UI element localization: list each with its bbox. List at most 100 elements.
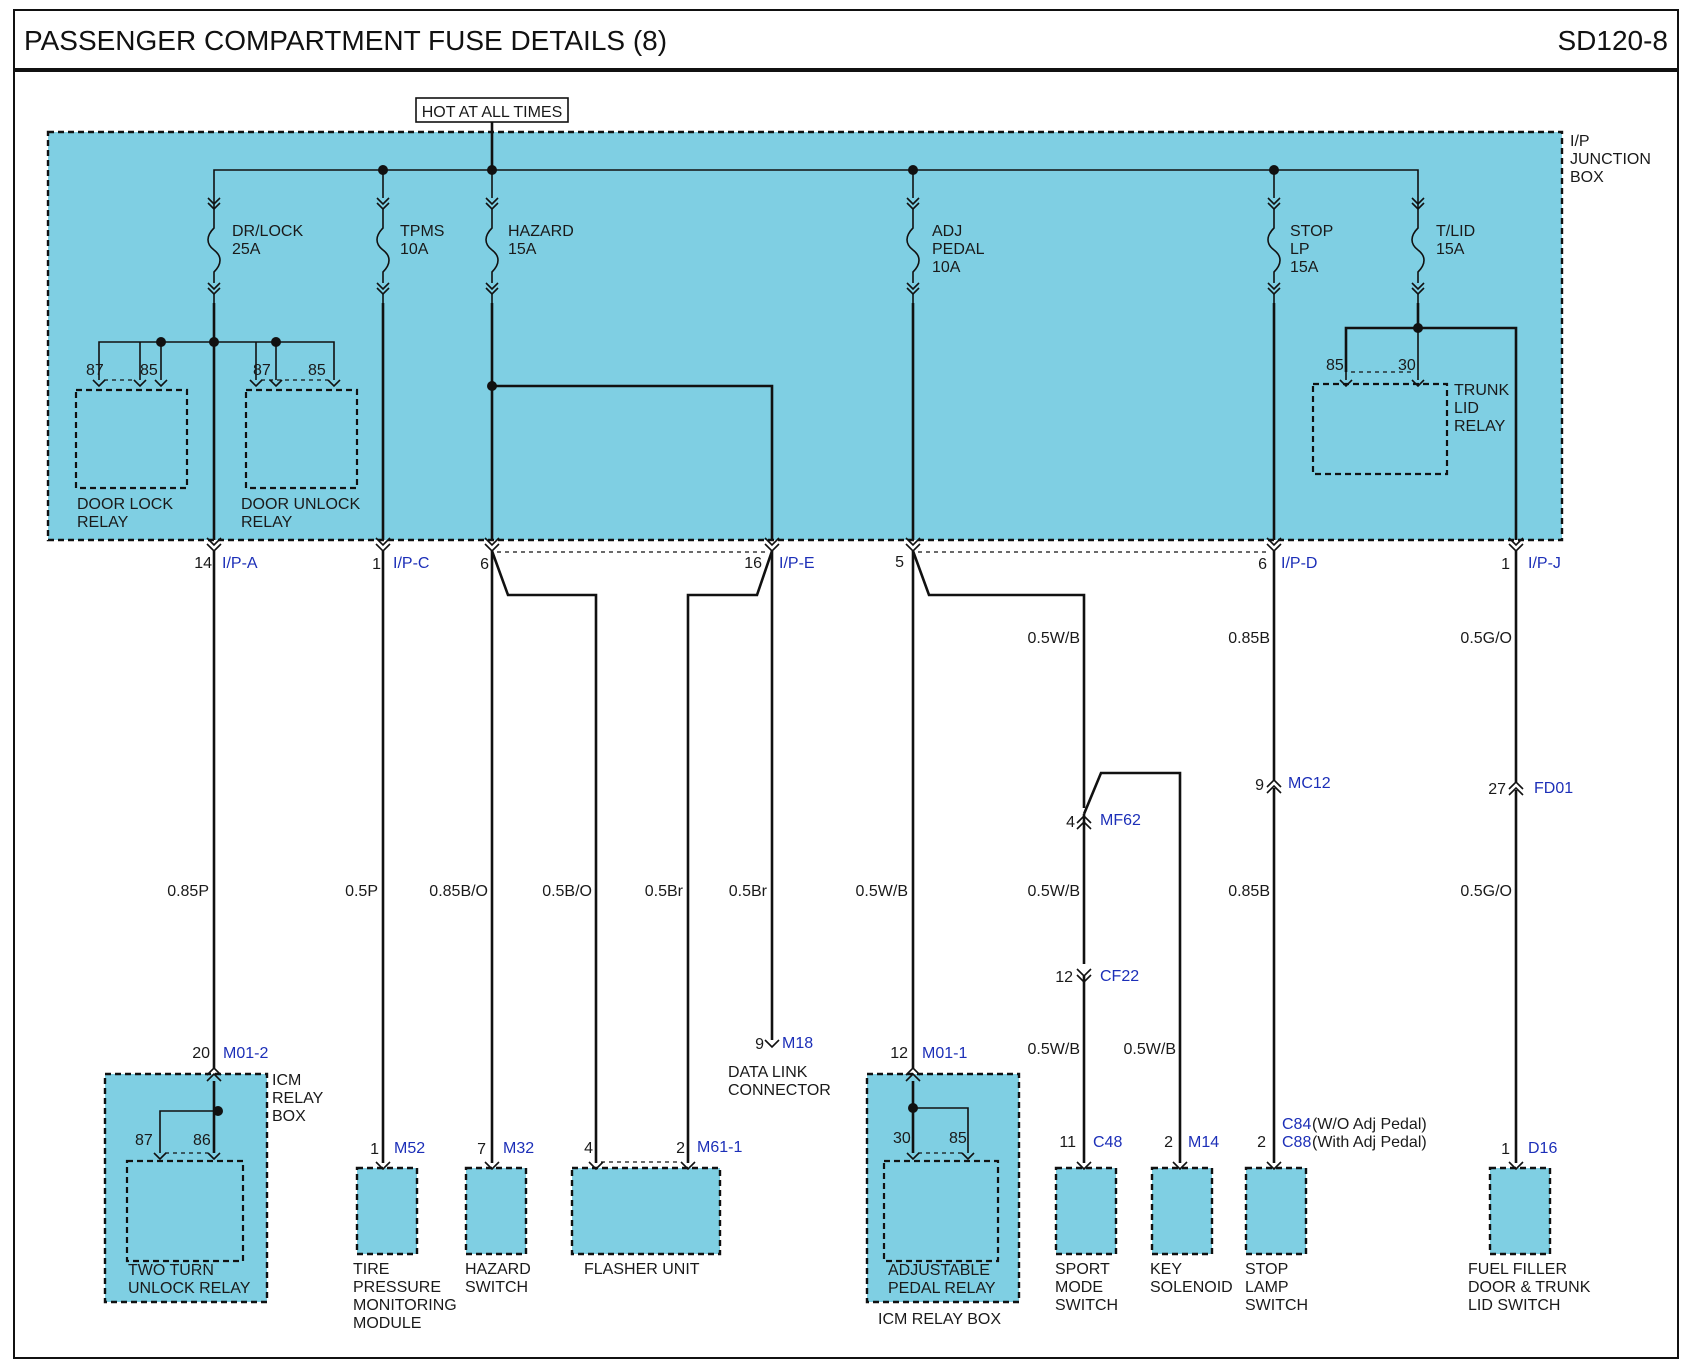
door-lock-relay	[74, 388, 189, 490]
relay-splice	[213, 1106, 223, 1116]
svg-text:DOOR UNLOCK: DOOR UNLOCK	[241, 496, 360, 513]
wire-hazard-flasher	[490, 550, 598, 1163]
connector-name: C84	[1282, 1116, 1311, 1133]
svg-text:MONITORING: MONITORING	[353, 1297, 457, 1314]
tpms-module	[355, 1166, 419, 1256]
connector-m61-1-b	[680, 1161, 696, 1171]
wire-color-label: 0.5W/B	[856, 883, 908, 900]
connector-m18	[764, 1039, 780, 1049]
relay-pin: 85	[1326, 357, 1344, 374]
wire-hazard-branch	[492, 384, 774, 540]
wire-color-label: 0.5Br	[729, 883, 768, 900]
connector-name: MF62	[1100, 812, 1141, 829]
svg-text:DATA LINK: DATA LINK	[728, 1064, 808, 1081]
pin-label: 4	[1066, 814, 1075, 831]
wire-color-label: 0.5G/O	[1460, 883, 1512, 900]
connector-note: (With Adj Pedal)	[1312, 1134, 1427, 1151]
connector-name: M01-1	[922, 1045, 967, 1062]
svg-text:ADJ: ADJ	[932, 223, 962, 240]
sport-mode-switch	[1054, 1166, 1118, 1256]
connector-name: CF22	[1100, 968, 1139, 985]
svg-text:RELAY: RELAY	[241, 514, 293, 531]
connector-m32	[484, 1161, 500, 1171]
page-frame	[13, 9, 1679, 1359]
wire-color-label: 0.85B/O	[429, 883, 488, 900]
fuse-hazard	[485, 197, 499, 303]
svg-text:SOLENOID: SOLENOID	[1150, 1279, 1233, 1296]
pin-label: 6	[480, 556, 489, 573]
svg-text:MODULE: MODULE	[353, 1315, 421, 1332]
connector-name: C48	[1093, 1134, 1122, 1151]
pin-label: 5	[895, 554, 904, 571]
fuse-tpms	[376, 197, 390, 303]
svg-text:PEDAL RELAY: PEDAL RELAY	[888, 1280, 996, 1297]
wire-key-solenoid	[1082, 771, 1182, 1163]
connector-m52	[375, 1161, 391, 1171]
hazard-switch	[464, 1166, 528, 1256]
two-turn-unlock-relay	[125, 1159, 245, 1263]
inline-connector-mc12	[1266, 778, 1282, 794]
wire-color-label: 0.85P	[167, 883, 209, 900]
icm-relay-box-label: ICM RELAY BOX	[878, 1311, 1001, 1328]
relay-pin: 85	[308, 362, 326, 379]
wire-color-label: 0.5W/B	[1124, 1041, 1176, 1058]
wire-color-label: 0.5B/O	[542, 883, 592, 900]
relay-pin: 87	[86, 362, 104, 379]
hazard-splice	[487, 381, 497, 391]
relay-splice	[209, 337, 219, 347]
svg-text:10A: 10A	[400, 241, 429, 258]
inline-connector-fd01	[1508, 780, 1524, 796]
svg-text:I/P: I/P	[1570, 133, 1590, 150]
pin-label: 1	[370, 1141, 379, 1158]
wire-color-label: 0.85B	[1228, 630, 1270, 647]
connector-name: M52	[394, 1140, 425, 1157]
wire-t-lid-internal	[1344, 326, 1518, 540]
pin-label: 1	[372, 556, 381, 573]
pin-label: 12	[1055, 969, 1073, 986]
connector-d16	[1508, 1161, 1524, 1171]
svg-text:UNLOCK RELAY: UNLOCK RELAY	[128, 1280, 251, 1297]
trunk-lid-relay	[1311, 382, 1449, 476]
wire-color-label: 0.5G/O	[1460, 630, 1512, 647]
pin-label: 27	[1488, 781, 1506, 798]
wire-color-label: 0.85B	[1228, 883, 1270, 900]
svg-text:SWITCH: SWITCH	[1055, 1297, 1118, 1314]
svg-text:JUNCTION: JUNCTION	[1570, 151, 1651, 168]
pin-label: 2	[1257, 1134, 1266, 1151]
svg-text:RELAY: RELAY	[272, 1090, 324, 1107]
relay-pin: 86	[193, 1132, 211, 1149]
junction-box-label: I/P JUNCTION BOX	[1570, 133, 1651, 186]
page-title: PASSENGER COMPARTMENT FUSE DETAILS (8)	[24, 25, 667, 56]
svg-text:RELAY: RELAY	[77, 514, 129, 531]
svg-text:MODE: MODE	[1055, 1279, 1103, 1296]
svg-text:TIRE: TIRE	[353, 1261, 389, 1278]
pin-label: 20	[192, 1045, 210, 1062]
pin-label: 7	[477, 1141, 486, 1158]
pin-label: 6	[1258, 556, 1267, 573]
connector-name: M18	[782, 1035, 813, 1052]
svg-text:DR/LOCK: DR/LOCK	[232, 223, 303, 240]
connector-m61-1-a	[588, 1161, 604, 1171]
icm-relay-box-right	[865, 1072, 1021, 1304]
connector-c48	[1076, 1161, 1092, 1171]
relay-pin: 30	[893, 1130, 911, 1147]
wire-color-label: 0.5W/B	[1028, 630, 1080, 647]
svg-text:BOX: BOX	[272, 1108, 306, 1125]
pin-label: 9	[755, 1036, 764, 1053]
svg-text:STOP: STOP	[1290, 223, 1333, 240]
connector-name: I/P-E	[779, 555, 815, 572]
svg-text:SWITCH: SWITCH	[465, 1279, 528, 1296]
svg-text:DOOR LOCK: DOOR LOCK	[77, 496, 173, 513]
connector-name: I/P-J	[1528, 555, 1561, 572]
